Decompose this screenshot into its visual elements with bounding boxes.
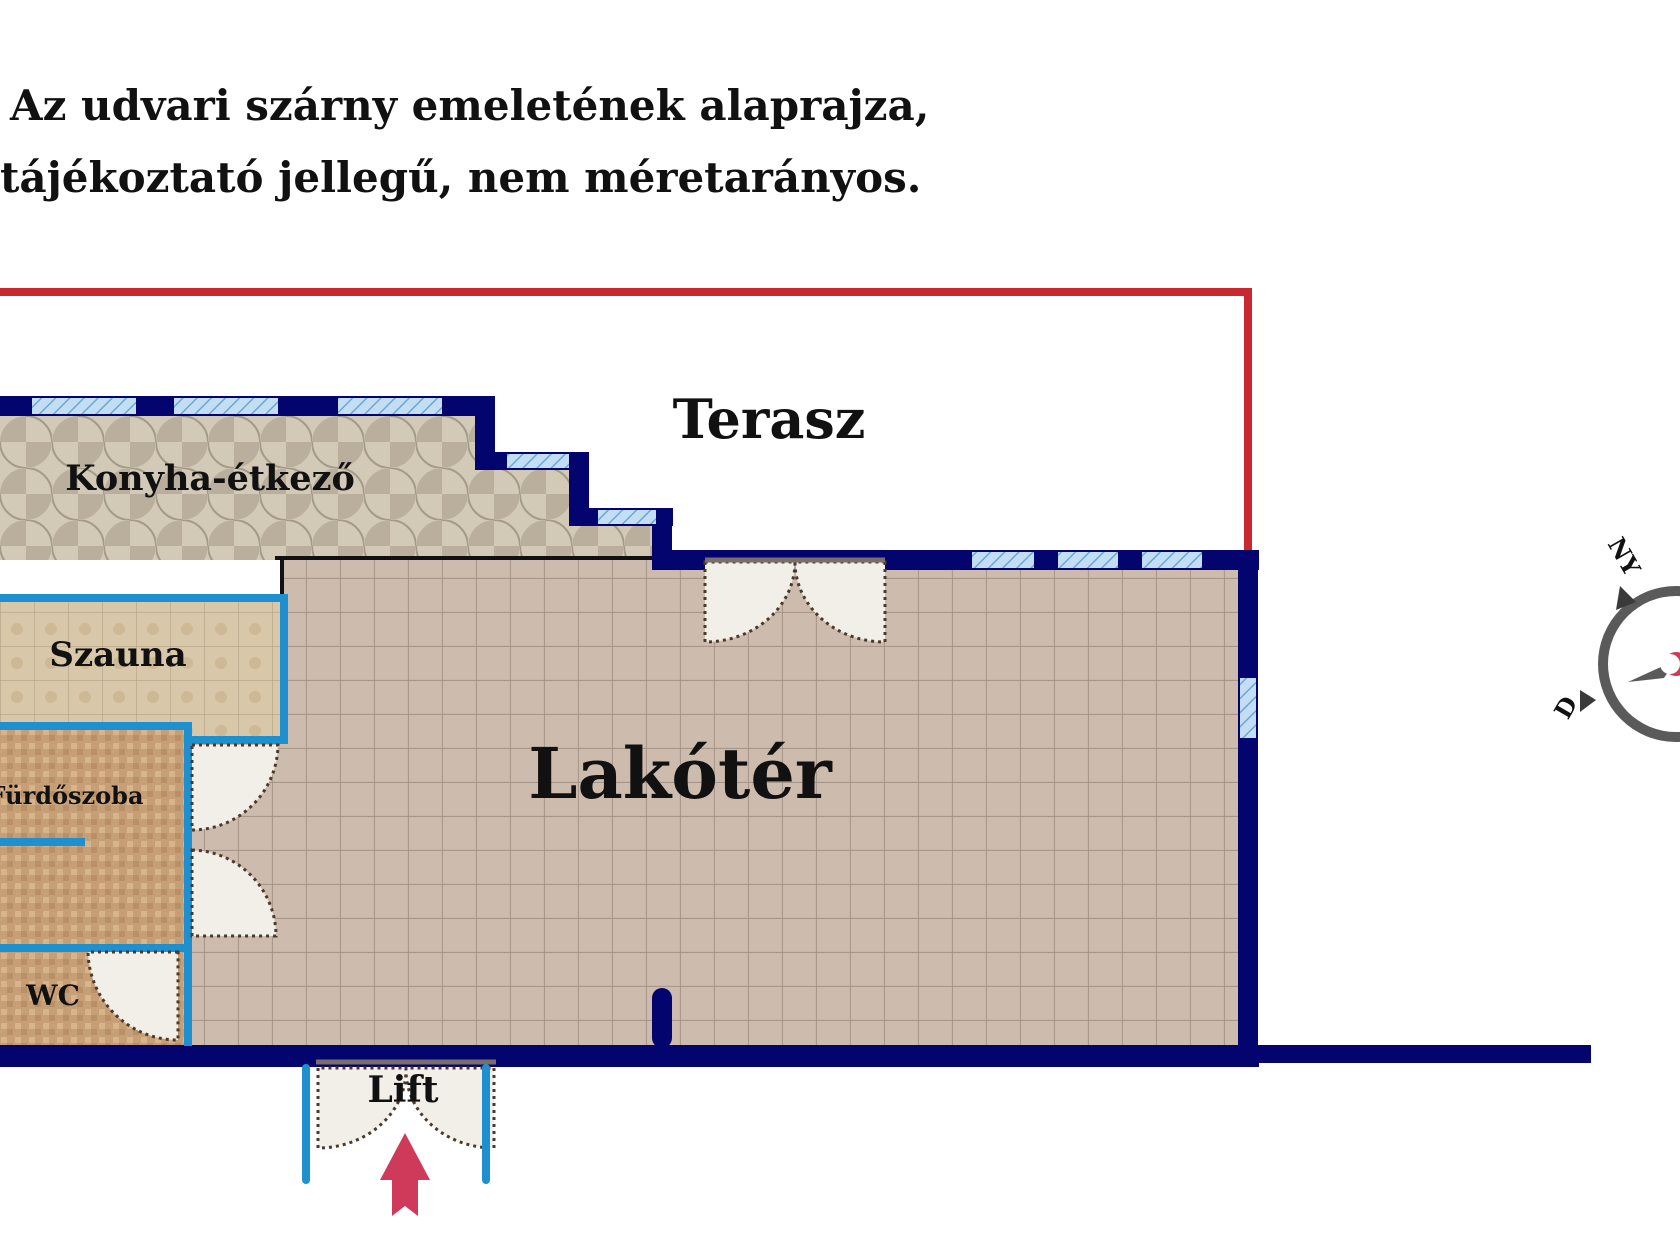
room-label-kitchen: Konyha-étkező xyxy=(65,458,355,499)
inner-walls xyxy=(0,594,288,1046)
room-label-bathroom: Fürdőszoba xyxy=(0,781,143,810)
compass-south-label: D xyxy=(1548,691,1584,724)
lift-shaft xyxy=(302,1064,490,1184)
windows xyxy=(32,398,1256,738)
compass-icon xyxy=(1580,586,1680,742)
sauna-floor xyxy=(0,598,282,738)
plan-title-line-2: tájékoztató jellegű, nem méretarányos. xyxy=(0,153,922,202)
kitchen-living-divider xyxy=(275,556,652,598)
living-floor xyxy=(280,560,1238,1045)
terrace-outline xyxy=(0,288,1252,560)
room-label-lift: Lift xyxy=(367,1069,438,1111)
door-frames xyxy=(316,557,885,1065)
room-label-terrace: Terasz xyxy=(673,387,866,451)
room-label-living: Lakótér xyxy=(528,732,833,815)
plan-title-line-1: Az udvari szárny emeletének alaprajza, xyxy=(10,81,930,130)
doors xyxy=(86,560,887,1150)
room-label-sauna: Szauna xyxy=(49,635,186,675)
entry-arrow-icon xyxy=(380,1133,430,1216)
room-label-wc: WC xyxy=(25,979,80,1012)
compass-north-label: NY xyxy=(1602,532,1647,581)
plan-title: Az udvari szárny emeletének alaprajza, t… xyxy=(0,70,1000,214)
kitchen-floor xyxy=(0,406,665,560)
bathroom-floor xyxy=(0,726,185,948)
